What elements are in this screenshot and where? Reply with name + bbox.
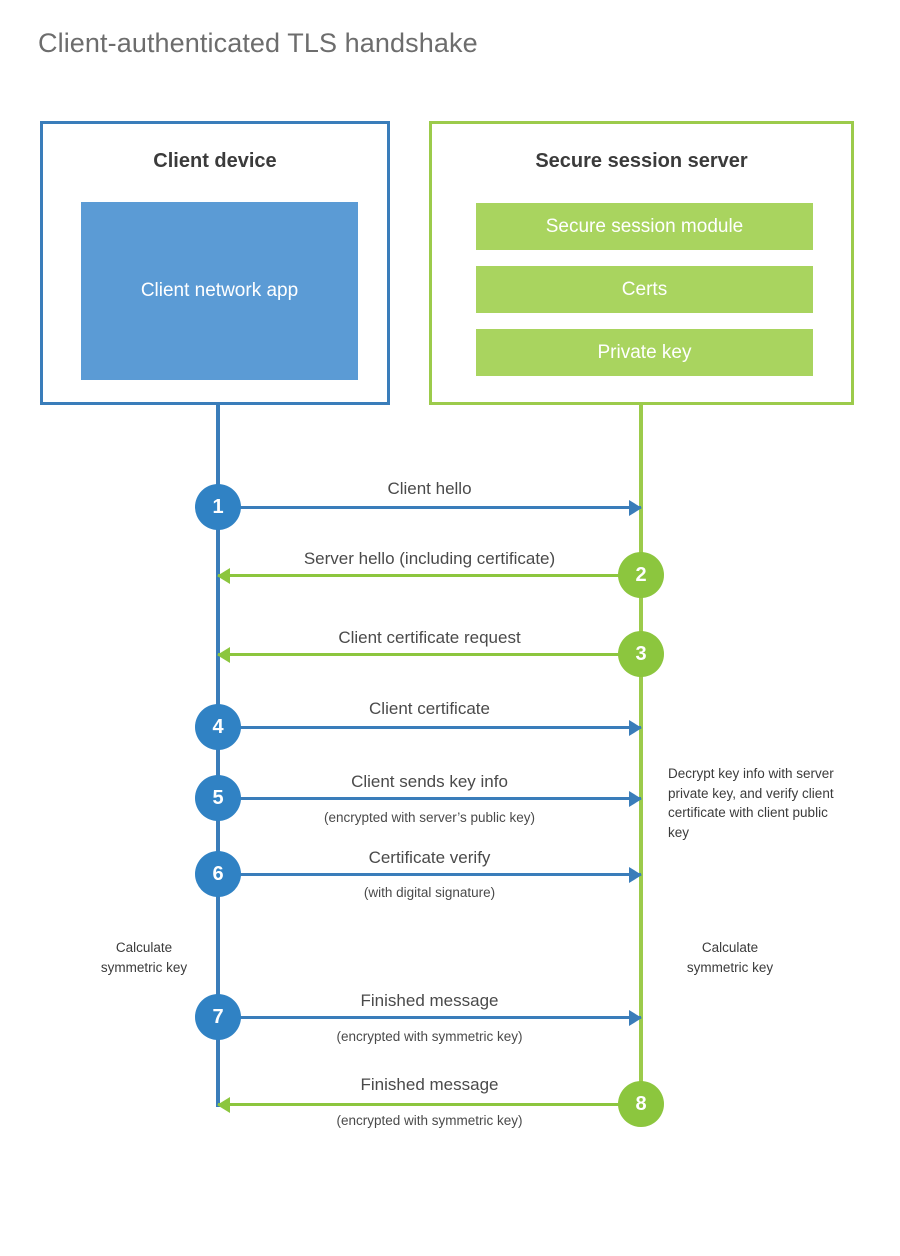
step-8-label: Finished message <box>360 1075 499 1094</box>
secure-session-server-box: Secure session server Secure session mod… <box>429 121 854 405</box>
step-2-arrow <box>217 567 641 584</box>
step-8-marker[interactable]: 8 <box>618 1081 664 1127</box>
step-5-sublabel: (encrypted with server’s public key) <box>323 810 536 825</box>
step-4-marker[interactable]: 4 <box>195 704 241 750</box>
arrow-head-icon <box>217 1096 230 1113</box>
client-network-app-block: Client network app <box>81 202 358 380</box>
step-1-marker[interactable]: 1 <box>195 484 241 530</box>
step-4-arrow <box>218 719 642 736</box>
step-3-marker[interactable]: 3 <box>618 631 664 677</box>
step-7-marker[interactable]: 7 <box>195 994 241 1040</box>
step-8-arrow <box>217 1096 641 1113</box>
server-module-private-key: Private key <box>476 329 813 376</box>
step-6-arrow <box>218 866 642 883</box>
step-4-label: Client certificate <box>369 699 490 718</box>
step-5-marker[interactable]: 5 <box>195 775 241 821</box>
secure-session-server-title: Secure session server <box>535 150 748 172</box>
server-module-secure-session-module: Secure session module <box>476 203 813 250</box>
step-6-sublabel: (with digital signature) <box>363 885 496 900</box>
step-6-marker[interactable]: 6 <box>195 851 241 897</box>
step-5-label: Client sends key info <box>351 772 508 791</box>
arrow-head-icon <box>629 1009 642 1026</box>
step-2-marker[interactable]: 2 <box>618 552 664 598</box>
page-title: Client-authenticated TLS handshake <box>38 28 478 58</box>
server-lifeline <box>639 405 643 1107</box>
step-2-label: Server hello (including certificate) <box>303 549 556 568</box>
client-device-box: Client device Client network app <box>40 121 390 405</box>
client-calculate-symmetric-key-note: Calculate symmetric key <box>100 940 188 975</box>
arrow-head-icon <box>629 499 642 516</box>
arrow-head-icon <box>629 790 642 807</box>
step-7-label: Finished message <box>360 991 499 1010</box>
step-7-sublabel: (encrypted with symmetric key) <box>336 1029 523 1044</box>
arrow-head-icon <box>629 719 642 736</box>
server-calculate-symmetric-key-note: Calculate symmetric key <box>686 940 774 975</box>
step-3-label: Client certificate request <box>338 628 521 647</box>
step-8-sublabel: (encrypted with symmetric key) <box>336 1113 523 1128</box>
step-3-arrow <box>217 646 641 663</box>
client-lifeline <box>216 405 220 1107</box>
step-1-arrow <box>218 499 642 516</box>
step-1-label: Client hello <box>387 479 472 498</box>
server-decrypt-note: Decrypt key info with server private key… <box>668 766 834 840</box>
arrow-head-icon <box>217 567 230 584</box>
step-7-arrow <box>218 1009 642 1026</box>
client-device-title: Client device <box>153 150 277 172</box>
step-5-arrow <box>218 790 642 807</box>
arrow-head-icon <box>217 646 230 663</box>
server-module-certs: Certs <box>476 266 813 313</box>
arrow-head-icon <box>629 866 642 883</box>
step-6-label: Certificate verify <box>368 848 491 867</box>
